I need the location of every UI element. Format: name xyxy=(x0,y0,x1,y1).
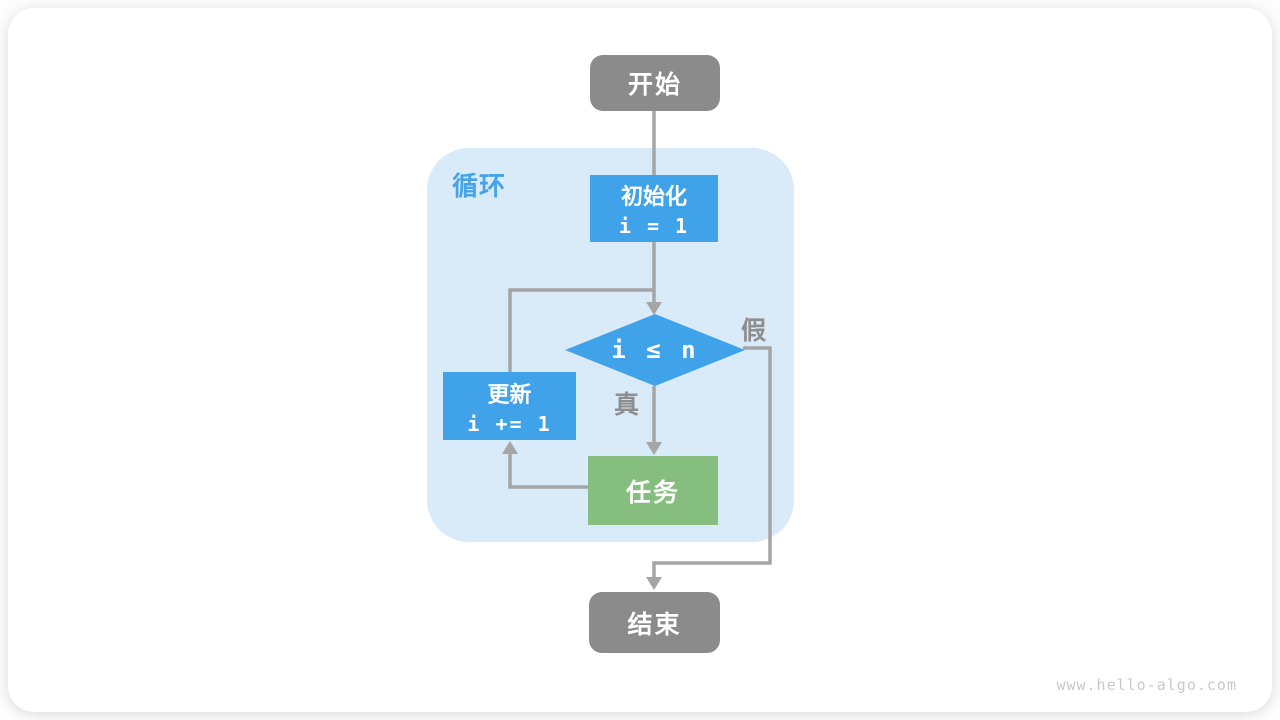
watermark: www.hello-algo.com xyxy=(1056,676,1237,694)
end-node: 结束 xyxy=(589,592,720,653)
update-node-label: 更新 xyxy=(487,381,532,407)
task-node-label: 任务 xyxy=(625,478,680,507)
update-node: 更新 i += 1 xyxy=(443,372,576,440)
loop-region-label: 循环 xyxy=(452,171,507,201)
start-node-label: 开始 xyxy=(627,71,682,99)
false-branch-label: 假 xyxy=(741,317,767,345)
init-node-code: i = 1 xyxy=(618,214,690,238)
start-node: 开始 xyxy=(590,55,720,111)
end-node-label: 结束 xyxy=(627,610,682,639)
arrowhead-end-top xyxy=(646,577,662,590)
update-node-code: i += 1 xyxy=(467,411,552,436)
init-node: 初始化 i = 1 xyxy=(590,175,718,242)
condition-node-code: i ≤ n xyxy=(611,336,699,364)
init-node-label: 初始化 xyxy=(620,184,687,209)
task-node: 任务 xyxy=(588,456,718,525)
true-branch-label: 真 xyxy=(614,391,640,419)
